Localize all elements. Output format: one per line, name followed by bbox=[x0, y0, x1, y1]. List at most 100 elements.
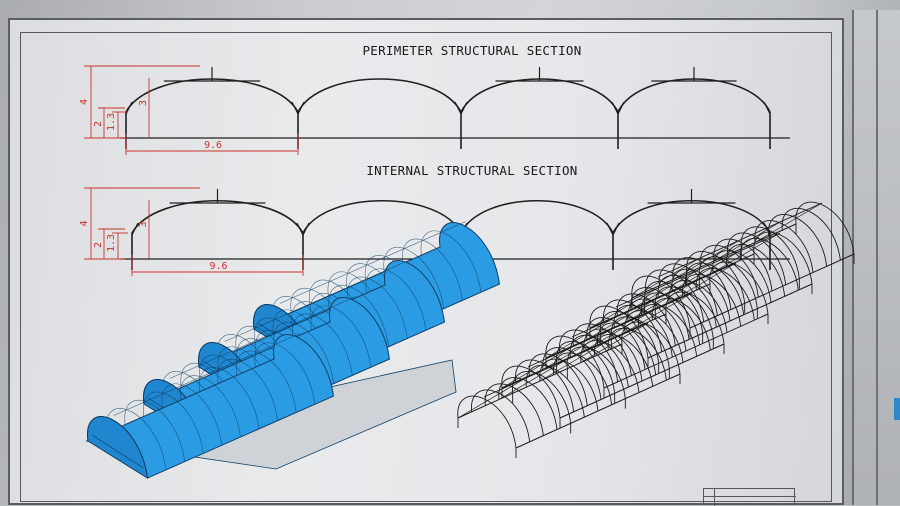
frame-hoop bbox=[699, 244, 759, 298]
frame-hoop bbox=[668, 280, 728, 333]
frame-hoop bbox=[627, 298, 687, 352]
arch-bay bbox=[460, 200, 614, 234]
perimeter-section-title: PERIMETER STRUCTURAL SECTION bbox=[362, 43, 582, 58]
frame-hoop bbox=[610, 316, 670, 369]
frame-hoop bbox=[559, 329, 619, 382]
frame-hoop bbox=[709, 261, 769, 315]
frame-hoop bbox=[501, 365, 561, 419]
frame-hoop bbox=[641, 292, 701, 345]
roof-brace bbox=[712, 232, 781, 273]
sheet-border bbox=[20, 32, 832, 502]
dim-arch-rise: 3 bbox=[138, 100, 149, 106]
title-block-column-line bbox=[714, 489, 715, 506]
roof-brace bbox=[583, 311, 652, 352]
frame-hoop bbox=[651, 297, 711, 351]
dim-total-height: 4 bbox=[79, 220, 90, 226]
internal-section-title: INTERNAL STRUCTURAL SECTION bbox=[366, 163, 578, 178]
frame-hoop bbox=[768, 214, 828, 267]
arch-bay bbox=[460, 78, 619, 113]
frame-hoop bbox=[624, 310, 684, 363]
frame-hoop bbox=[484, 383, 544, 436]
frame-hoop bbox=[754, 220, 814, 273]
frame-hoop bbox=[698, 256, 758, 309]
frame-hoop bbox=[644, 281, 704, 334]
blue-accent-marker bbox=[894, 398, 900, 420]
frame-hoop bbox=[686, 251, 746, 304]
frame-hoop bbox=[589, 305, 649, 359]
internal-dimensions: 4 2 1.3 3 9.6 bbox=[79, 187, 304, 276]
frame-hoop bbox=[539, 358, 599, 412]
roof-brace bbox=[539, 341, 608, 382]
roof-brace bbox=[586, 299, 655, 340]
ridge-line bbox=[169, 296, 356, 379]
frame-hoop bbox=[600, 311, 660, 364]
frame-hoop bbox=[569, 334, 629, 388]
frame-hoop bbox=[512, 371, 572, 424]
end-brace bbox=[131, 222, 139, 236]
frame-hoop bbox=[498, 377, 558, 430]
frame-gutter bbox=[689, 253, 855, 329]
frame-hoop bbox=[613, 304, 673, 358]
frame-hoop bbox=[753, 231, 813, 285]
frame-hoop bbox=[583, 328, 643, 382]
frame-gutter bbox=[603, 313, 769, 389]
ridge-line bbox=[224, 259, 411, 342]
gutter-brace bbox=[296, 222, 310, 237]
roof-brace bbox=[624, 292, 693, 333]
title-block-row-line bbox=[704, 496, 796, 497]
perimeter-section: 4 2 1.3 3 9.6 bbox=[79, 65, 790, 155]
perimeter-section-linework bbox=[120, 67, 790, 149]
frame-hoop bbox=[594, 334, 654, 387]
arch-bay bbox=[297, 78, 462, 113]
roof-brace bbox=[580, 322, 649, 363]
dim-gutter-height: 1.3 bbox=[106, 234, 117, 252]
roof-brace bbox=[457, 378, 526, 419]
title-block bbox=[703, 488, 796, 506]
frame-hoop bbox=[654, 286, 714, 339]
frame-hoop bbox=[739, 237, 799, 291]
frame-hoop bbox=[671, 268, 731, 322]
arch-bay bbox=[125, 78, 299, 113]
frame-hoop bbox=[457, 395, 517, 449]
frame-hoop bbox=[713, 238, 773, 292]
frame-hoop bbox=[672, 257, 732, 310]
roof-brace bbox=[627, 281, 696, 322]
arch-bay bbox=[612, 200, 771, 234]
window-divider bbox=[876, 10, 878, 505]
frame-hoop bbox=[631, 275, 691, 329]
frame-hoop bbox=[471, 389, 531, 442]
roof-brace bbox=[542, 329, 611, 370]
dim-wall-height: 2 bbox=[93, 242, 104, 248]
frame-hoop bbox=[657, 274, 717, 328]
dim-total-height: 4 bbox=[79, 99, 90, 105]
gable-end bbox=[87, 416, 149, 480]
frame-hoop bbox=[572, 323, 632, 376]
frame-hoop bbox=[580, 340, 640, 393]
frame-gutter bbox=[515, 373, 681, 449]
frame-hoop bbox=[542, 347, 602, 400]
roof-brace bbox=[631, 258, 700, 299]
frame-hoop bbox=[645, 269, 705, 322]
covered-greenhouse-iso-view bbox=[85, 221, 501, 480]
frame-hoop bbox=[515, 359, 575, 412]
frame-hoop bbox=[695, 267, 755, 321]
frame-hoop bbox=[556, 341, 616, 394]
ridge-line bbox=[279, 221, 466, 304]
roof-brace bbox=[754, 202, 823, 243]
gable-brace bbox=[91, 434, 144, 469]
dim-span: 9.6 bbox=[204, 140, 222, 151]
frame-hoop bbox=[682, 274, 742, 327]
frame-hoop bbox=[685, 262, 745, 315]
roof-brace bbox=[713, 221, 782, 262]
frame-hoop bbox=[545, 335, 605, 389]
arch-bay bbox=[617, 78, 771, 113]
end-brace bbox=[763, 101, 771, 115]
dim-span: 9.6 bbox=[210, 261, 228, 272]
frame-gutter bbox=[559, 343, 725, 419]
gutter-brace bbox=[454, 101, 468, 116]
frame-hoop bbox=[621, 321, 681, 375]
frame-hoop bbox=[597, 322, 657, 375]
arch-bay bbox=[131, 200, 304, 234]
roof-brace bbox=[672, 239, 741, 280]
gutter-brace bbox=[291, 101, 305, 116]
